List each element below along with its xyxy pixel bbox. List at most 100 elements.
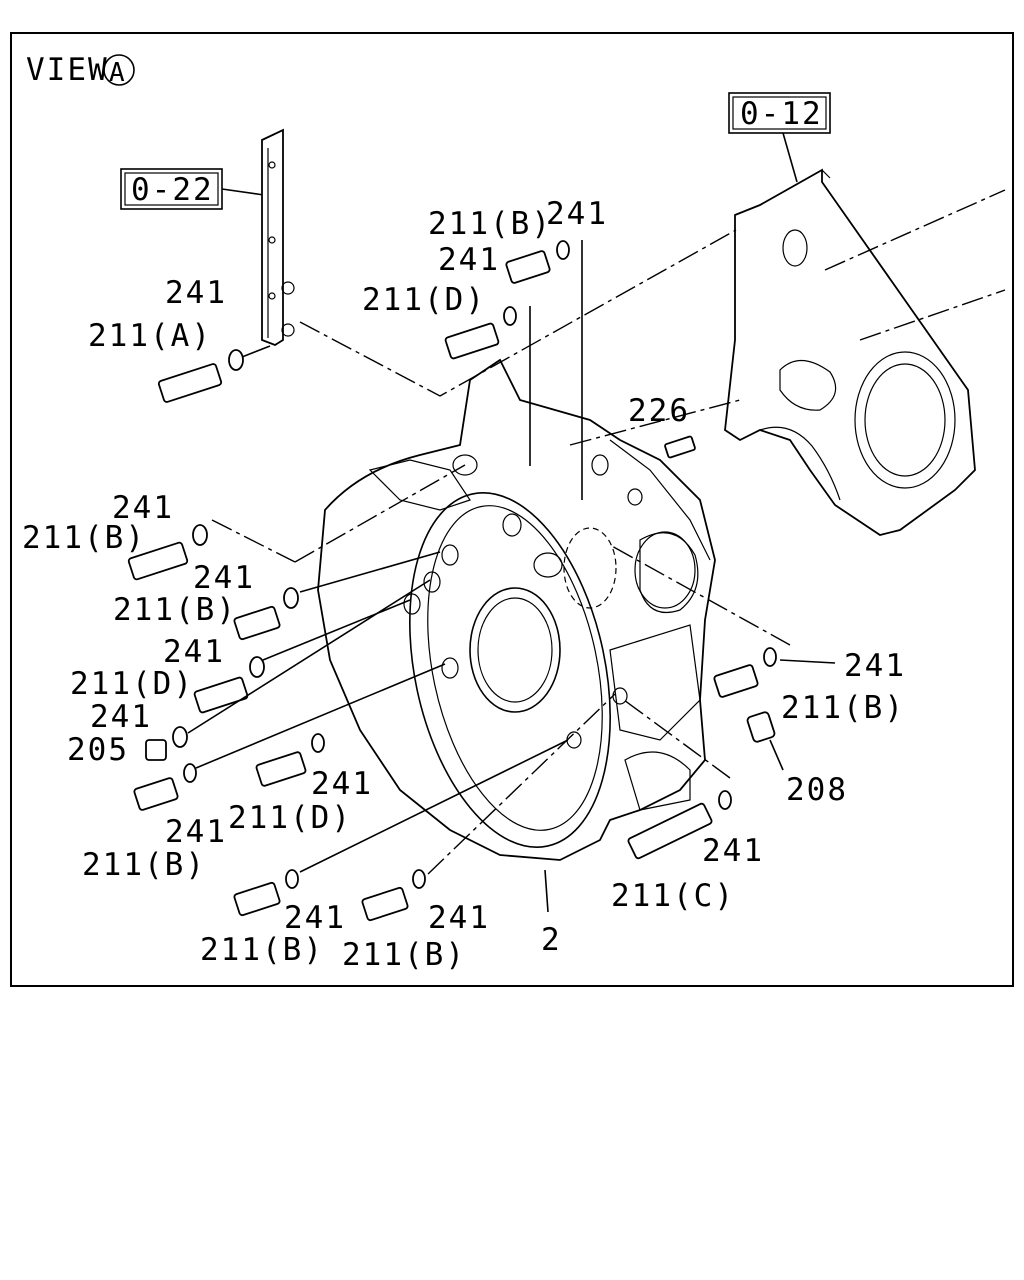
callout-label: 241: [163, 634, 225, 670]
bolt-211C: [627, 802, 713, 860]
callout-label: 226: [628, 393, 690, 429]
callout-label: 211(B): [781, 690, 905, 726]
leader-line: [221, 188, 265, 196]
callout-label: 241: [844, 648, 906, 684]
callout-label: 211(B): [428, 206, 552, 242]
fasteners: [127, 229, 836, 922]
housing-boss: [441, 544, 459, 566]
callout-label: 211(D): [70, 666, 194, 702]
callout-label: 211(C): [611, 878, 735, 914]
bolt-211B: [505, 250, 551, 284]
bolt-211B: [133, 777, 179, 811]
washer-241: [192, 524, 208, 546]
callout-label: 241: [193, 560, 255, 596]
centerline: [294, 464, 466, 563]
gear-case-top-edge: [759, 169, 831, 206]
callout-label: 241: [90, 699, 152, 735]
bolt-211A: [157, 363, 223, 403]
leader-line: [299, 739, 569, 873]
housing-flange: [409, 492, 611, 848]
starter-port: [639, 532, 699, 614]
crank-seal-bore: [469, 587, 561, 713]
centerline: [211, 519, 296, 563]
callout-label: 205: [67, 732, 129, 768]
washer-241: [412, 869, 426, 889]
bracket-hole: [268, 161, 276, 169]
ref-box-0-22-inner: [124, 172, 219, 206]
stud-226: [664, 435, 696, 459]
callout-label: 211(A): [88, 318, 212, 354]
view-label: VIEW A: [26, 52, 135, 88]
callouts: 211(B) 241 241 211(D) 241 211(A) 226 241…: [22, 196, 906, 973]
callout-label: 2: [541, 922, 562, 958]
washer-241: [172, 726, 188, 748]
oil-seal-ring: [634, 531, 696, 609]
leader-line: [195, 663, 446, 769]
housing-lower-boss: [624, 751, 691, 811]
washer-241: [503, 306, 517, 326]
housing-boss: [423, 571, 441, 593]
callout-label: 241: [112, 490, 174, 526]
bolt-211D: [255, 751, 307, 787]
gear-case-bore-inner: [864, 363, 946, 477]
callout-label: 241: [284, 900, 346, 936]
leader-line: [779, 659, 836, 664]
ref-box-0-22: 0-22: [120, 168, 265, 210]
housing-boss: [502, 513, 522, 537]
leader-line: [782, 132, 798, 183]
nut-205: [145, 739, 167, 761]
centerline: [569, 399, 741, 446]
callout-label: 241: [311, 766, 373, 802]
callout-label: 211(B): [342, 937, 466, 973]
washer-241: [556, 240, 570, 260]
dowel-208: [746, 711, 776, 743]
callout-label: 241: [165, 814, 227, 850]
view-marker-letter: A: [109, 58, 127, 88]
centerline: [299, 229, 737, 397]
ref-box-0-12-label: 0-12: [740, 96, 823, 132]
centerline: [623, 699, 731, 779]
housing-flange-inner: [427, 505, 603, 831]
centerline: [824, 189, 1006, 271]
callout-label: 211(D): [362, 282, 486, 318]
washer-241: [283, 587, 299, 609]
bolt-211B: [713, 664, 759, 698]
housing-boss: [591, 454, 609, 476]
housing-rib: [609, 439, 711, 561]
washer-241: [249, 656, 265, 678]
view-marker-circle: [103, 54, 135, 86]
bolt-211B: [233, 605, 281, 641]
leader-line: [544, 869, 549, 913]
housing-body: [317, 358, 716, 861]
ref-box-0-12: 0-12: [728, 92, 831, 183]
centerline: [859, 289, 1006, 341]
bolt-211D: [193, 676, 249, 714]
gear-case: [724, 168, 1006, 536]
bracket-boss: [281, 323, 295, 337]
housing-boss: [627, 488, 643, 506]
callout-label: 241: [428, 900, 490, 936]
bracket-boss: [281, 281, 295, 295]
leader-line: [241, 345, 271, 358]
starter-pad: [609, 624, 701, 741]
ref-box-0-12-frame: [728, 92, 831, 134]
leader-line: [262, 599, 411, 661]
callout-label: 211(B): [113, 592, 237, 628]
bolt-211D: [444, 322, 500, 360]
ref-box-0-22-label: 0-22: [131, 172, 214, 208]
centerline: [609, 544, 791, 646]
crank-seal-bore-inner: [477, 597, 553, 703]
leader-line: [769, 739, 784, 771]
washer-241: [311, 733, 325, 753]
housing-boss: [452, 454, 478, 476]
callout-label: 211(B): [82, 847, 206, 883]
bracket-hole: [268, 292, 276, 300]
housing-hidden-bore: [563, 527, 617, 609]
callout-label: 241: [546, 196, 608, 232]
gear-case-bore: [854, 351, 956, 489]
centerline: [427, 693, 616, 875]
flywheel-housing: [317, 358, 716, 913]
gear-case-body: [724, 168, 976, 536]
washer-241: [228, 349, 244, 371]
housing-boss: [533, 552, 563, 578]
